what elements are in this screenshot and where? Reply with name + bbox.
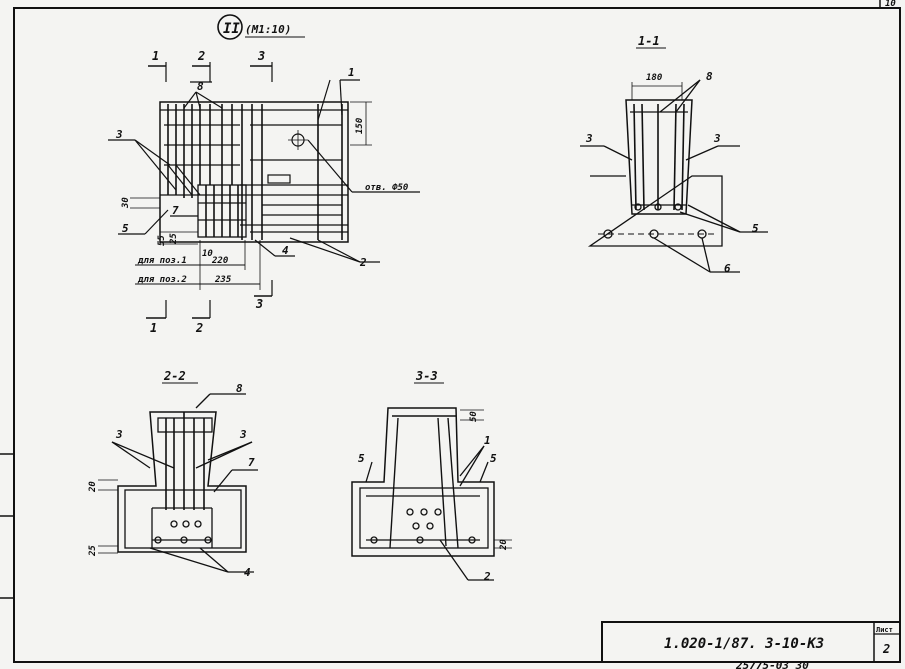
main-view: 1 2 3: [108, 49, 420, 319]
section-2-2-label-7: 7: [248, 456, 255, 469]
section-3-3-dim-50: 50: [469, 411, 479, 422]
section-3-3-text: 3-3 1 5 5 2 50 20: [358, 369, 509, 583]
section-1-1-label-5: 5: [752, 222, 759, 235]
section-2-2-label-4: 4: [244, 566, 251, 579]
dim-235: 235: [214, 275, 232, 285]
section-2-2-dim-25: 25: [88, 545, 98, 557]
row-label-pos1: для поз.1: [137, 256, 187, 266]
leader-label-2: 2: [359, 256, 367, 269]
section-1-1: [580, 47, 768, 273]
leader-label-7: 7: [172, 204, 179, 217]
section-1-1-label-3-right: 3: [713, 132, 721, 145]
cut-label-2-top: 2: [197, 49, 205, 63]
main-view-text: 1 8 3 5 7 4 2 отв. Ф50 150 30 55 25 10 2…: [115, 66, 409, 335]
section-2-2-title: 2-2: [163, 369, 186, 383]
section-3-3-label-2: 2: [483, 570, 491, 583]
title-block: [601, 621, 901, 663]
dim-150: 150: [355, 117, 365, 134]
hole-label: отв. Ф50: [365, 183, 409, 193]
section-1-1-label-6: 6: [724, 262, 731, 275]
detail-mark: II: [223, 21, 240, 37]
leader-label-8: 8: [197, 80, 204, 93]
cut-label-3-top: 3: [257, 49, 265, 63]
section-3-3-label-5-right: 5: [490, 452, 497, 465]
section-2-2-label-8: 8: [236, 382, 243, 395]
dim-30: 30: [121, 197, 131, 209]
section-2-2-label-3-left: 3: [115, 428, 123, 441]
section-2-2: [98, 382, 258, 573]
section-2-2-text: 2-2 8 3 3 7 4 20 25: [88, 369, 255, 579]
section-3-3-label-5-left: 5: [358, 452, 365, 465]
section-3-3: [351, 382, 512, 581]
sheet-number: 2: [882, 642, 890, 656]
drawing-code: 1.020-1/87. 3-10-КЗ: [664, 636, 824, 652]
leader-label-3: 3: [115, 128, 123, 141]
leader-label-5: 5: [122, 222, 129, 235]
section-3-3-dim-20: 20: [499, 539, 509, 551]
dim-25: 25: [169, 233, 179, 245]
sheet-label: Лист: [876, 626, 893, 634]
section-3-3-label-1: 1: [484, 434, 491, 447]
section-2-2-dim-20: 20: [88, 481, 98, 493]
cut-label-1-top: 1: [152, 49, 159, 63]
corner-number: 10: [885, 0, 896, 9]
leader-label-1: 1: [348, 66, 355, 79]
cut-label-3-bottom: 3: [255, 297, 263, 311]
dim-10: 10: [202, 249, 213, 259]
dim-55: 55: [157, 235, 167, 246]
row-label-pos2: для поз.2: [137, 275, 187, 285]
section-1-1-label-3-left: 3: [585, 132, 593, 145]
detail-header: II (М1:10): [217, 14, 305, 40]
detail-scale: (М1:10): [245, 23, 291, 36]
section-1-1-title: 1-1: [638, 34, 660, 48]
bottom-note: 25775-03 30: [735, 659, 809, 669]
section-3-3-title: 3-3: [415, 369, 438, 383]
section-1-1-label-8: 8: [706, 70, 713, 83]
section-1-1-text: 1-1 180 8 3 3 5 6: [585, 34, 759, 275]
dim-220: 220: [211, 256, 229, 266]
section-1-1-dim: 180: [646, 73, 663, 83]
leader-label-4: 4: [282, 244, 289, 257]
cut-label-1-bottom: 1: [150, 321, 157, 335]
section-2-2-label-3-right: 3: [239, 428, 247, 441]
cut-label-2-bottom: 2: [195, 321, 203, 335]
